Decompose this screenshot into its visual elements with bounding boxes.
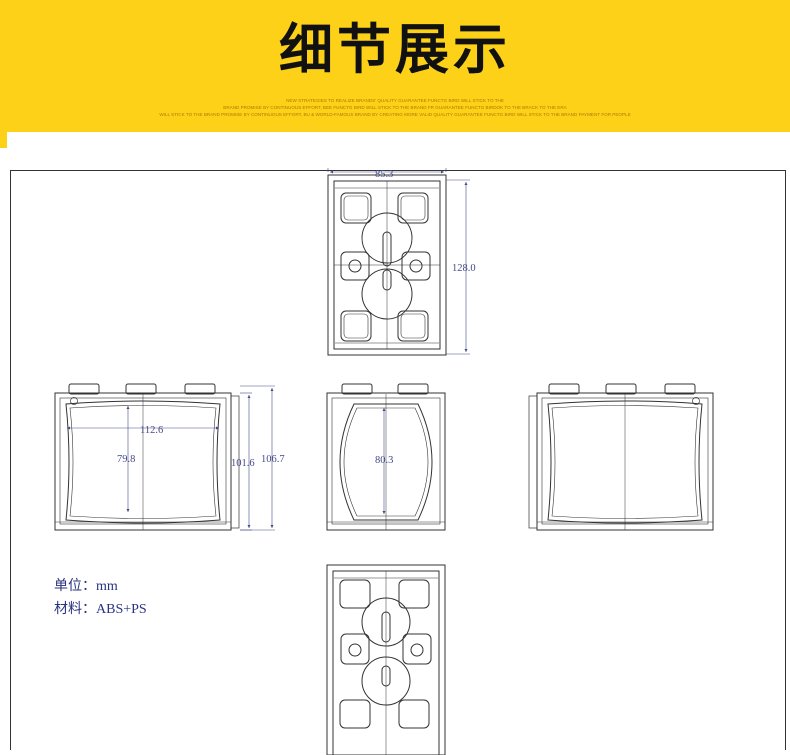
- unit-value: mm: [96, 579, 118, 594]
- material-note: 材料：ABS+PS: [54, 598, 147, 618]
- dim-front-height: 101.6: [231, 458, 255, 469]
- header-banner: 细节展示 NEW STRATEGIES TO REALIZE BRANDS' Q…: [0, 0, 790, 132]
- side-view: [326, 383, 446, 531]
- tagline-line-3: WILL STICK TO THE BRAND PROMISE BY CONTI…: [159, 112, 631, 117]
- accent-bar: [0, 132, 7, 148]
- dim-top-height: 128.0: [452, 263, 476, 274]
- page-title: 细节展示: [279, 18, 511, 81]
- back-view: [528, 383, 714, 531]
- top-view-dimensions: 85.3 128.0: [327, 168, 476, 355]
- dim-front-inner-width: 112.6: [140, 425, 163, 436]
- bottom-view: [326, 564, 446, 755]
- dim-front-total-height: 106.7: [261, 454, 285, 465]
- material-label: 材料：: [54, 602, 96, 617]
- dim-side-inner-height: 80.3: [375, 455, 393, 466]
- top-view: [327, 174, 447, 356]
- unit-note: 单位：mm: [54, 575, 118, 595]
- dim-front-inner-height: 79.8: [117, 454, 135, 465]
- front-view-dimensions: 112.6 79.8 101.6 106.7: [67, 385, 285, 531]
- dim-top-width: 85.3: [375, 169, 393, 180]
- side-view-dimensions: 80.3: [375, 408, 393, 514]
- material-value: ABS+PS: [96, 602, 147, 617]
- tagline-line-1: NEW STRATEGIES TO REALIZE BRANDS' QUALIT…: [286, 98, 504, 103]
- unit-label: 单位：: [54, 579, 96, 594]
- front-view: [54, 383, 240, 531]
- tagline-line-2: BRAND PROMISE BY CONTINUOUS EFFORT, BEE …: [223, 105, 567, 110]
